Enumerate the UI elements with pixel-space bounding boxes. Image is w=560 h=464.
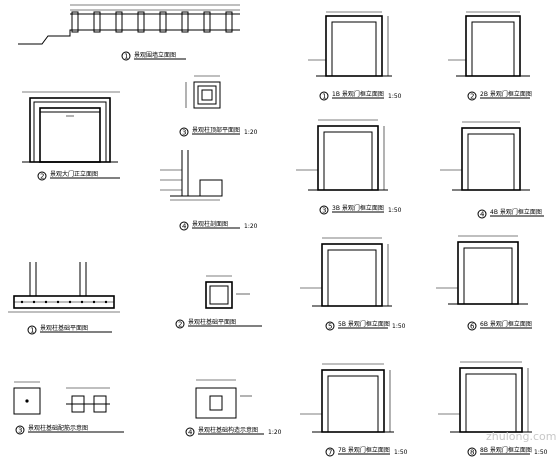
svg-text:4: 4 bbox=[480, 211, 485, 219]
callout-circle bbox=[179, 127, 189, 137]
gate-caption: 3B 景观门框立面图 bbox=[332, 204, 384, 212]
panel-caption: 景观柱基础配筋示意图 bbox=[28, 424, 88, 432]
panel-caption: 景观围墙立面图 bbox=[134, 51, 176, 59]
callout-circle bbox=[467, 447, 477, 457]
gate-caption: 1B 景观门框立面图 bbox=[332, 90, 384, 98]
svg-text:1:50: 1:50 bbox=[534, 449, 548, 456]
svg-text:2: 2 bbox=[40, 173, 44, 181]
watermark: zhulong.com bbox=[486, 430, 556, 443]
gate-caption: 4B 景观门框立面图 bbox=[490, 208, 542, 216]
callout-circle bbox=[121, 51, 131, 61]
panel-caption: 景观柱剖面图 bbox=[192, 220, 228, 228]
svg-text:1: 1 bbox=[322, 93, 326, 101]
callout-circle bbox=[37, 171, 47, 181]
base-square-plan: 2 景观柱基础平面图 bbox=[175, 275, 262, 329]
svg-text:1: 1 bbox=[124, 53, 128, 61]
gate-8b: 8 8B 景观门框立面图 1:50 bbox=[438, 361, 548, 457]
panel-caption: 景观柱基础构造示意图 bbox=[198, 426, 258, 434]
svg-text:1:50: 1:50 bbox=[388, 93, 402, 100]
callout-circle bbox=[325, 447, 335, 457]
panel-caption: 景观柱基础平面图 bbox=[40, 324, 88, 332]
svg-text:6: 6 bbox=[470, 323, 475, 331]
callout-circle bbox=[467, 321, 477, 331]
panel-caption: 景观柱基础平面图 bbox=[188, 318, 236, 326]
svg-text:1:50: 1:50 bbox=[394, 449, 408, 456]
svg-text:2: 2 bbox=[178, 321, 182, 329]
callout-circle bbox=[467, 91, 477, 101]
svg-text:5: 5 bbox=[328, 323, 332, 331]
svg-text:1:20: 1:20 bbox=[268, 429, 282, 436]
callout-circle bbox=[15, 425, 25, 435]
gate-caption: 2B 景观门框立面图 bbox=[480, 90, 532, 98]
svg-text:7: 7 bbox=[328, 449, 332, 457]
callout-circle bbox=[325, 321, 335, 331]
gate-caption: 5B 景观门框立面图 bbox=[338, 320, 390, 328]
gate-1b: 1 1B 景观门框立面图 1:50 bbox=[308, 11, 402, 101]
svg-text:4: 4 bbox=[182, 223, 187, 231]
gate-3b: 3 3B 景观门框立面图 1:50 bbox=[296, 119, 402, 215]
pier-top-plan: 3 景观柱顶部平面图 1:20 bbox=[179, 75, 258, 137]
svg-text:4: 4 bbox=[188, 429, 193, 437]
gate-6b: 6 6B 景观门框立面图 bbox=[436, 235, 532, 331]
svg-text:3: 3 bbox=[18, 427, 22, 435]
svg-text:1:50: 1:50 bbox=[388, 207, 402, 214]
gate-7b: 7 7B 景观门框立面图 1:50 bbox=[300, 363, 408, 457]
rebar-detail: 3 景观柱基础配筋示意图 bbox=[13, 381, 124, 435]
panel-caption: 景观大门正立面图 bbox=[50, 170, 98, 178]
callout-circle bbox=[27, 325, 37, 335]
gate-main-elevation: 2 景观大门正立面图 bbox=[22, 91, 120, 181]
svg-text:1:20: 1:20 bbox=[244, 129, 258, 136]
svg-text:2: 2 bbox=[470, 93, 474, 101]
panel-caption: 景观柱顶部平面图 bbox=[192, 126, 240, 134]
callout-circle bbox=[319, 91, 329, 101]
pad-detail: 4 景观柱基础构造示意图 1:20 bbox=[185, 379, 282, 437]
gate-caption: 6B 景观门框立面图 bbox=[480, 320, 532, 328]
callout-circle bbox=[319, 205, 329, 215]
svg-text:1:50: 1:50 bbox=[392, 323, 406, 330]
callout-circle bbox=[179, 221, 189, 231]
gate-5b: 5 5B 景观门框立面图 1:50 bbox=[300, 237, 406, 331]
callout-circle bbox=[185, 427, 195, 437]
gate-2b: 2 2B 景观门框立面图 bbox=[448, 11, 532, 101]
callout-circle bbox=[477, 209, 487, 219]
svg-text:1:20: 1:20 bbox=[244, 223, 258, 230]
svg-text:3: 3 bbox=[322, 207, 326, 215]
fence-elevation: 1 景观围墙立面图 bbox=[18, 4, 240, 61]
gate-4b: 4 4B 景观门框立面图 bbox=[440, 121, 544, 219]
svg-text:3: 3 bbox=[182, 129, 186, 137]
gate-caption: 7B 景观门框立面图 bbox=[338, 446, 390, 454]
svg-text:8: 8 bbox=[470, 449, 474, 457]
svg-text:1: 1 bbox=[30, 327, 34, 335]
base-elevation: 1 景观柱基础平面图 bbox=[8, 262, 120, 335]
pier-section: 4 景观柱剖面图 1:20 bbox=[160, 150, 258, 231]
callout-circle bbox=[175, 319, 185, 329]
gate-caption: 8B 景观门框立面图 bbox=[480, 446, 532, 454]
